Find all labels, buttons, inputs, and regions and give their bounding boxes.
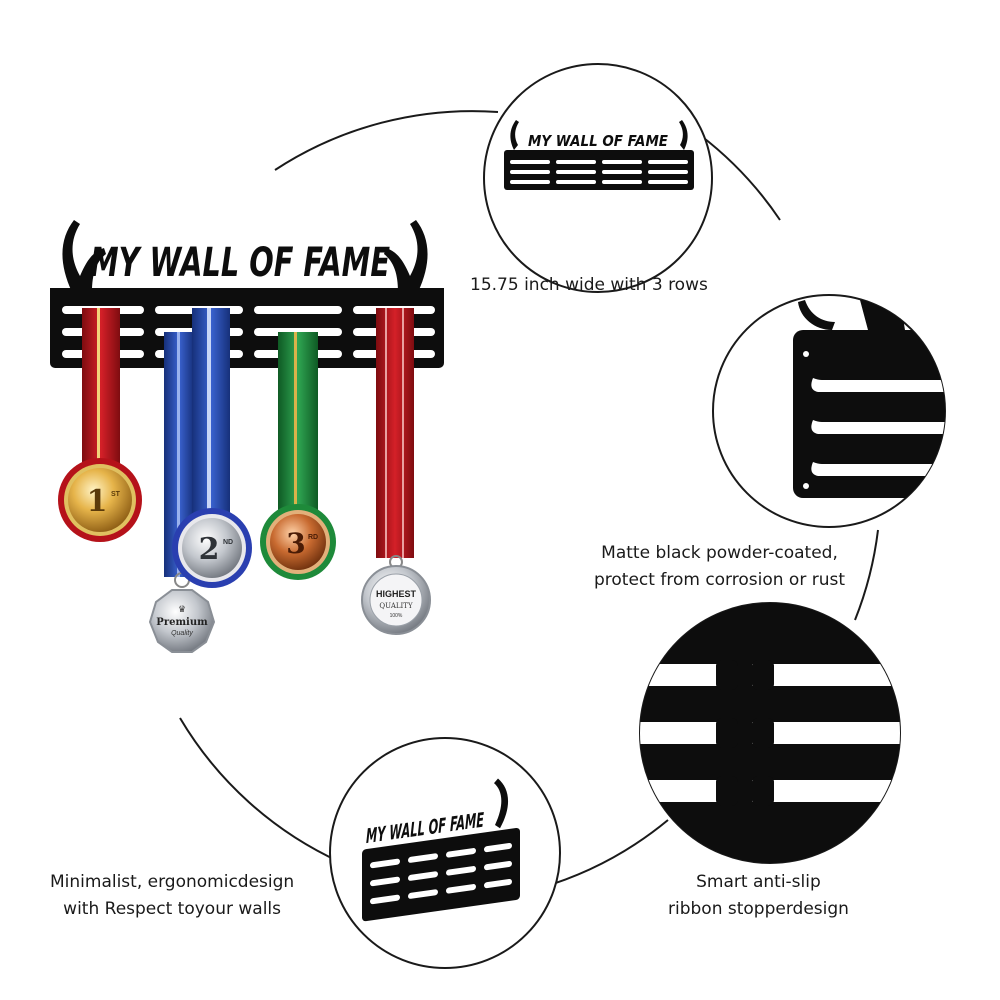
detail-circle-stopper bbox=[639, 602, 901, 864]
feature-caption-stopper: Smart anti-slip ribbon stopperdesign bbox=[668, 869, 849, 923]
caption-line: Matte black powder-coated, bbox=[601, 543, 838, 563]
caption-line: ribbon stopperdesign bbox=[668, 899, 849, 919]
caption-line: Smart anti-slip bbox=[696, 872, 821, 892]
ribbon-red-1 bbox=[82, 308, 120, 476]
detail-circle-width: MY WALL OF FAME bbox=[483, 63, 713, 293]
medal-highest-line3: 100% bbox=[390, 613, 403, 619]
detail-circle-coating bbox=[712, 294, 946, 528]
medal-second-number: 2 bbox=[199, 532, 220, 567]
crown-icon: ♛ bbox=[178, 604, 186, 614]
caption-line: 15.75 inch wide with 3 rows bbox=[470, 275, 708, 295]
medal-first-place: 1 ST bbox=[58, 458, 142, 542]
medal-third-number: 3 bbox=[286, 527, 305, 560]
detail-circle-design: MY WALL OF FAME bbox=[329, 737, 561, 969]
feature-caption-design: Minimalist, ergonomicdesign with Respect… bbox=[50, 869, 294, 923]
ribbon-red-highest bbox=[376, 308, 414, 558]
medal-first-number: 1 bbox=[87, 484, 108, 519]
medal-premium-line1: Premium bbox=[156, 617, 208, 628]
main-medal-rack: MY WALL OF FAME bbox=[50, 220, 444, 653]
medal-highest-quality: HIGHEST QUALITY 100% bbox=[361, 555, 431, 635]
rack-title: MY WALL OF FAME bbox=[90, 240, 390, 286]
caption-line: protect from corrosion or rust bbox=[594, 570, 846, 590]
ribbon-green-3 bbox=[278, 332, 318, 518]
antler-icon bbox=[494, 778, 508, 829]
feature-caption-width: 15.75 inch wide with 3 rows bbox=[470, 272, 708, 299]
medal-first-suffix: ST bbox=[111, 491, 121, 498]
medal-highest-line1: HIGHEST bbox=[376, 589, 417, 599]
medal-second-suffix: ND bbox=[223, 539, 233, 546]
antler-icon bbox=[510, 120, 688, 150]
circle-rack-title: MY WALL OF FAME bbox=[528, 132, 669, 150]
medal-highest-line2: QUALITY bbox=[379, 602, 413, 610]
caption-line: Minimalist, ergonomicdesign bbox=[50, 872, 295, 892]
ribbon-blue-2 bbox=[192, 308, 230, 520]
feature-caption-coating: Matte black powder-coated, protect from … bbox=[594, 540, 845, 594]
medal-third-place: 3 RD bbox=[260, 504, 336, 580]
medal-premium-line2: Quality bbox=[171, 630, 193, 637]
caption-line: with Respect toyour walls bbox=[63, 899, 281, 919]
antler-icon bbox=[62, 220, 428, 292]
medal-premium: ♛ Premium Quality bbox=[148, 572, 216, 653]
medal-third-suffix: RD bbox=[308, 534, 318, 541]
medal-second-place: 2 ND bbox=[172, 508, 252, 588]
